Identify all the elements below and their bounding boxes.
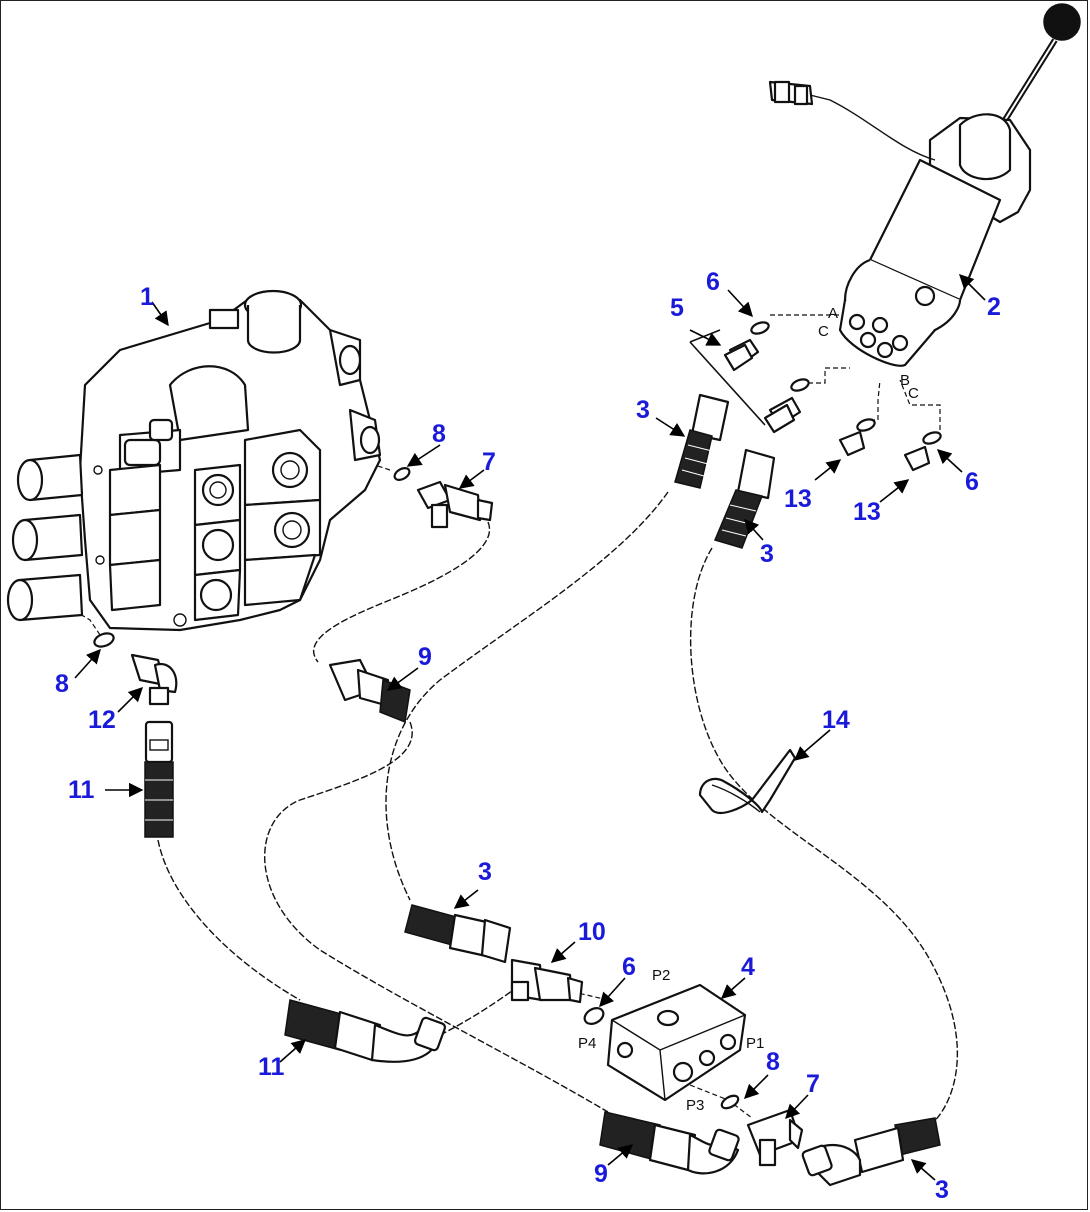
callout-c8b: 8 bbox=[55, 670, 69, 698]
callout-c13b: 13 bbox=[853, 498, 881, 526]
port-label-c2: C bbox=[908, 385, 919, 402]
hose-fittings-11 bbox=[144, 720, 447, 1063]
callout-c3d: 3 bbox=[935, 1176, 949, 1204]
port-label-p3: P3 bbox=[686, 1097, 704, 1114]
callout-c1: 1 bbox=[140, 283, 154, 311]
callout-c11b: 11 bbox=[258, 1053, 285, 1081]
clamp-14 bbox=[698, 748, 797, 815]
port-label-b: B bbox=[900, 372, 910, 389]
callout-c10: 10 bbox=[578, 918, 606, 946]
port-label-p2: P2 bbox=[652, 967, 670, 984]
tee-fittings-7 bbox=[416, 480, 804, 1167]
elbow-fitting-12 bbox=[130, 653, 178, 706]
callout-c14: 14 bbox=[822, 706, 850, 734]
port-labels: P2 P4 P1 P3 A C B C bbox=[578, 305, 919, 1114]
callout-c6c: 6 bbox=[965, 468, 979, 496]
callout-c11a: 11 bbox=[68, 776, 95, 804]
callout-c8a: 8 bbox=[432, 420, 446, 448]
callout-c13a: 13 bbox=[784, 485, 812, 513]
lead-line-port-c bbox=[770, 314, 849, 340]
hose-fittings-3 bbox=[404, 393, 941, 1187]
callout-c6a: 6 bbox=[706, 268, 720, 296]
o-rings-8 bbox=[93, 467, 740, 1110]
callout-c7b: 7 bbox=[806, 1070, 820, 1098]
port-label-a: A bbox=[828, 305, 838, 322]
callout-c7a: 7 bbox=[482, 448, 496, 476]
callout-c5: 5 bbox=[670, 294, 684, 322]
joystick-pilot-valve bbox=[768, 3, 1081, 367]
joystick-port-fittings bbox=[689, 321, 942, 472]
callout-c2: 2 bbox=[987, 293, 1001, 321]
callout-c3c: 3 bbox=[478, 858, 492, 886]
port-label-p1: P1 bbox=[746, 1035, 764, 1052]
callout-c9b: 9 bbox=[594, 1160, 608, 1188]
lead-line-port-c2 bbox=[870, 379, 881, 421]
hose-fitting-9-to-block bbox=[264, 721, 609, 1113]
hose-11-to-tee-10 bbox=[439, 984, 521, 1036]
callout-c3a: 3 bbox=[636, 396, 650, 424]
hose-fittings-9 bbox=[328, 658, 740, 1175]
callout-c9a: 9 bbox=[418, 643, 432, 671]
hose-fitting-11-down bbox=[157, 839, 301, 1001]
lead-line-port-a bbox=[800, 367, 850, 384]
callout-c3b: 3 bbox=[760, 540, 774, 568]
callout-c6b: 6 bbox=[622, 953, 636, 981]
callout-c4: 4 bbox=[741, 953, 755, 981]
tee-fitting-10 bbox=[510, 958, 584, 1004]
control-valve bbox=[6, 289, 382, 632]
callout-c12: 12 bbox=[88, 706, 116, 734]
port-label-c1: C bbox=[818, 323, 829, 340]
callout-arrows bbox=[74, 273, 986, 1181]
hose-valve-to-fitting-9 bbox=[312, 521, 491, 663]
hose-joystick-to-fitting-3-right bbox=[689, 547, 958, 1126]
callout-c8c: 8 bbox=[766, 1048, 780, 1076]
hose-joystick-to-fitting-3-lower bbox=[385, 491, 669, 901]
manifold-block bbox=[606, 983, 747, 1102]
lead-line-port-b bbox=[899, 379, 941, 430]
port-label-p4: P4 bbox=[578, 1035, 596, 1052]
